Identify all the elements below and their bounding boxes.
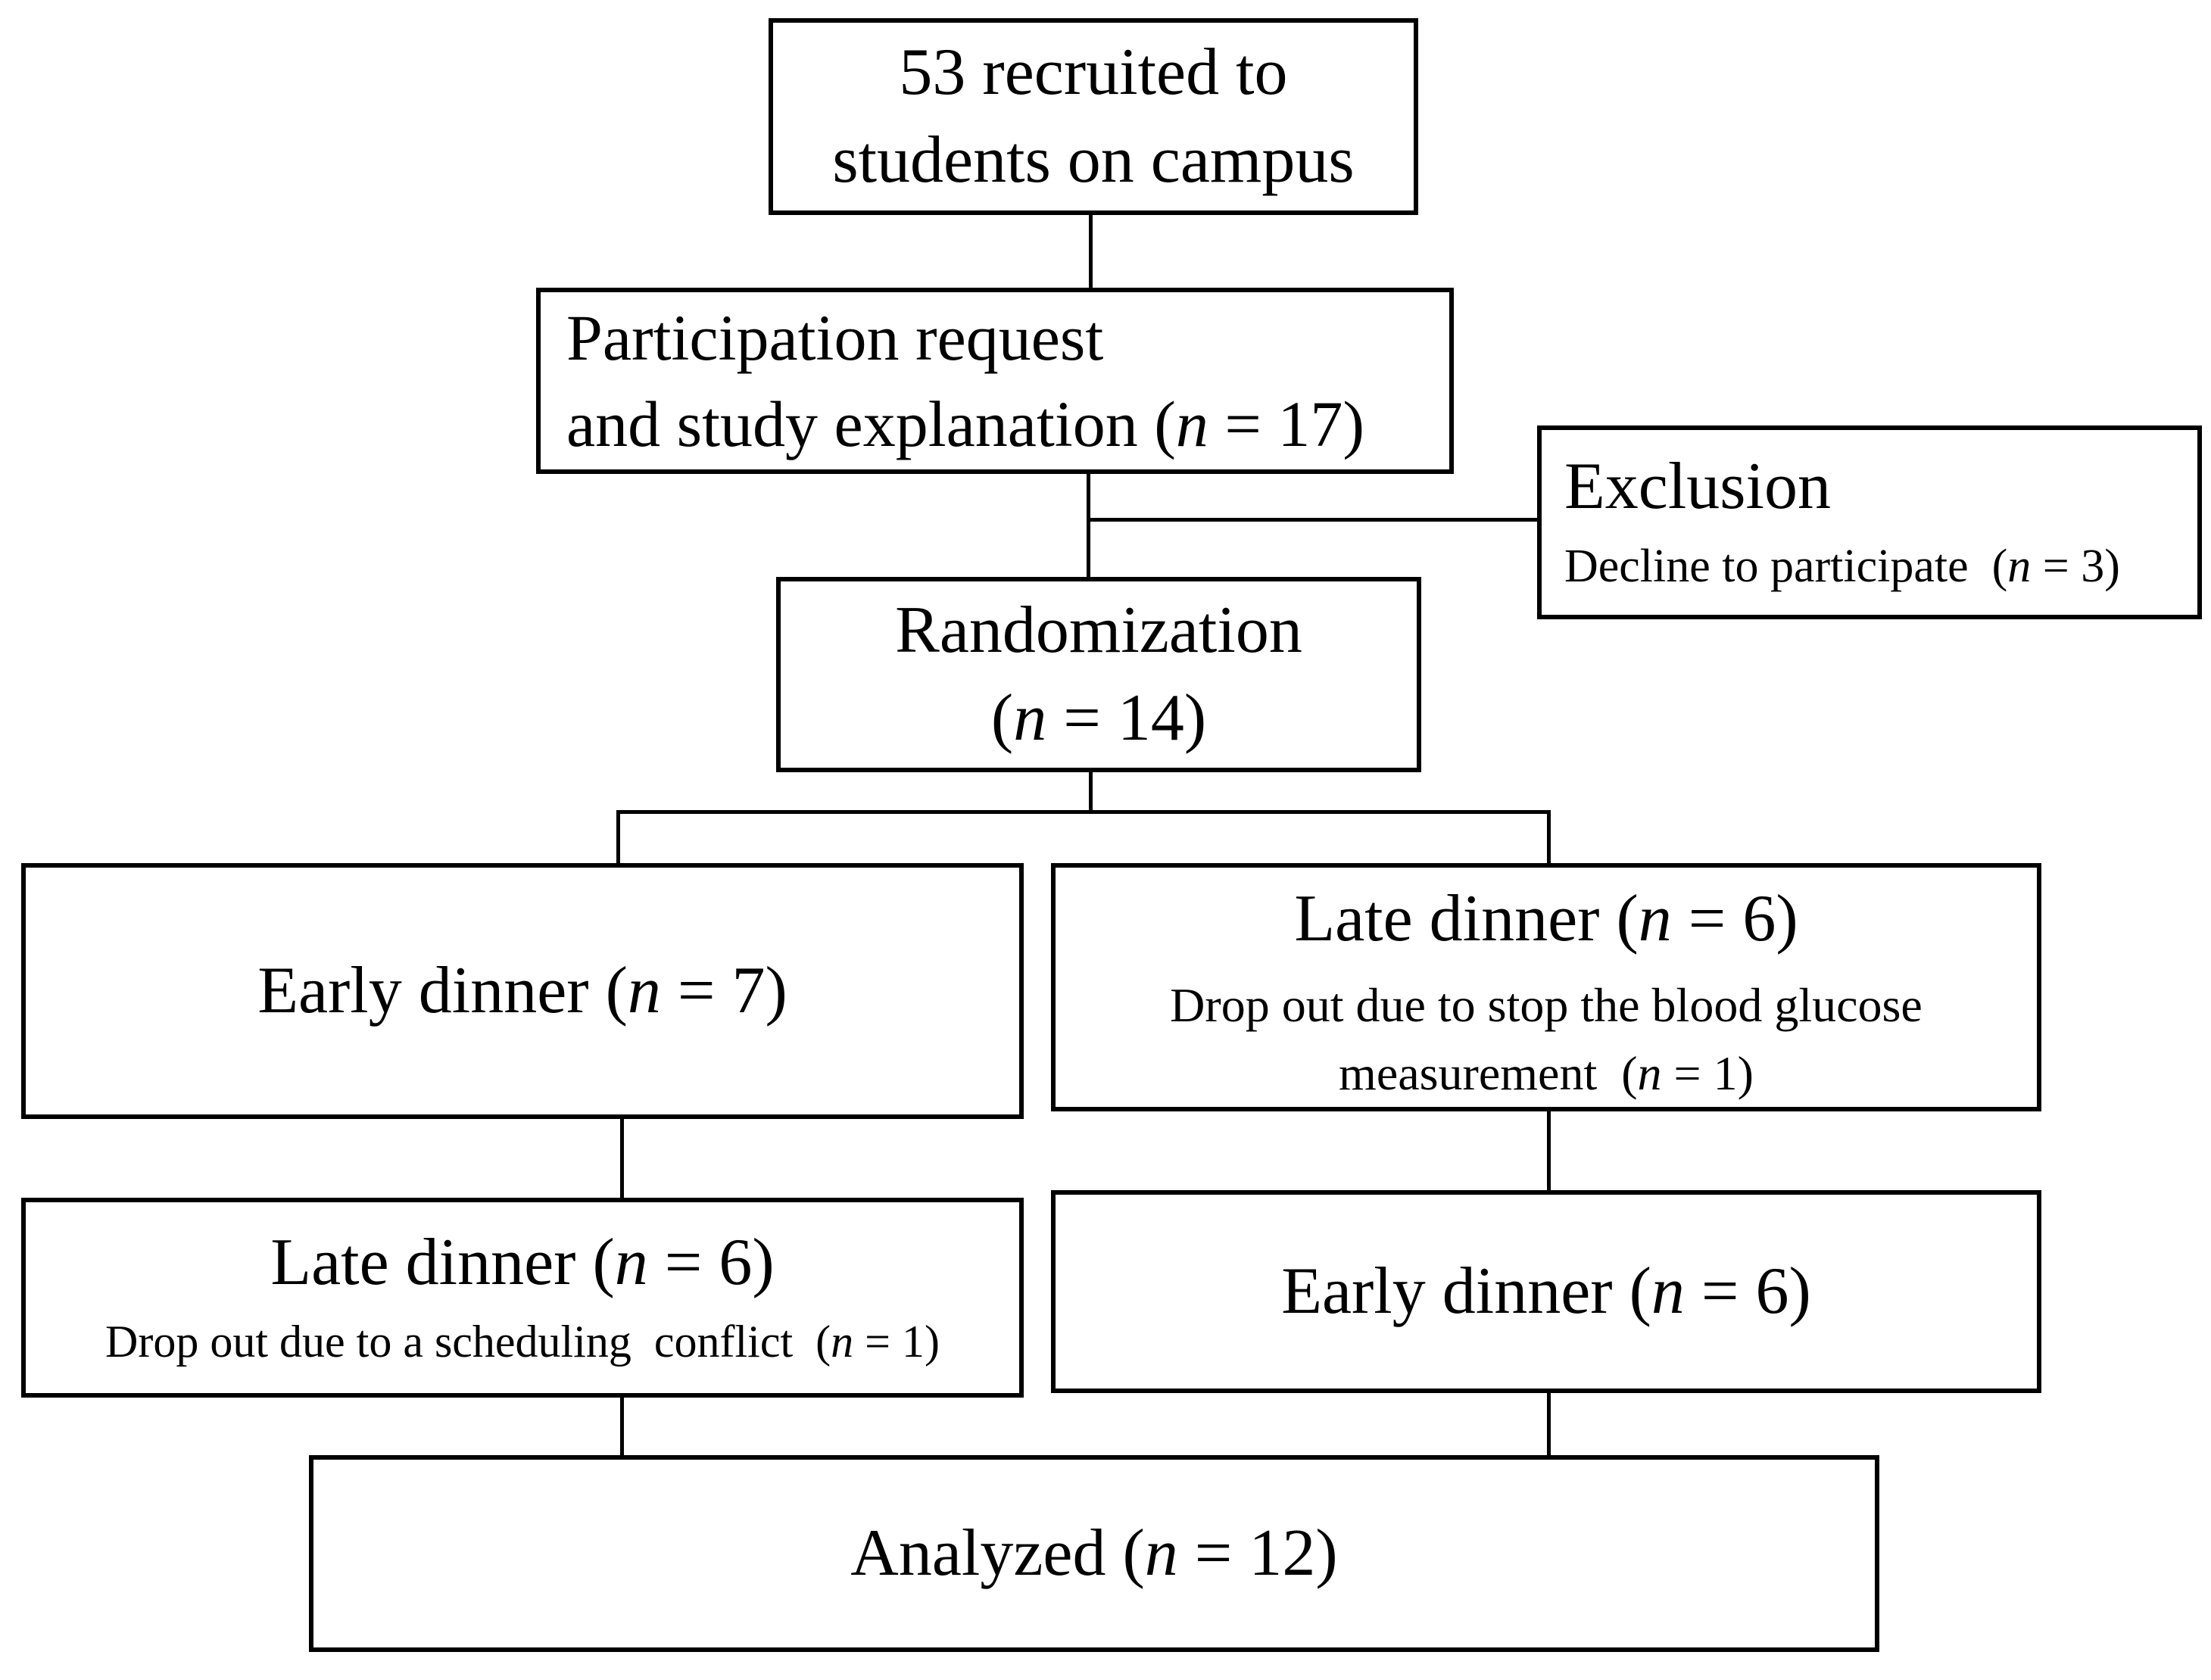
late-dinner-n6-title: Late dinner (n = 6) [1294,882,1798,955]
box-early-dinner-n7: Early dinner (n = 7) [21,863,1024,1119]
connector-early7-to-late6 [620,1116,624,1201]
early-dinner-n7-title: Early dinner (n = 7) [257,954,787,1027]
early-dinner-n6-title: Early dinner (n = 6) [1281,1255,1811,1328]
connector-late6-to-early6 [1547,1108,1551,1193]
box-late-dinner-n6-dropout: Late dinner (n = 6) Drop out due to stop… [1051,863,2041,1111]
late-dinner-n6-scheduling-title: Late dinner (n = 6) [270,1226,775,1299]
participation-line1: Participation request [566,301,1104,374]
connector-right-to-analyzed [1547,1390,1551,1458]
late-dinner-n6-dropout-line1: Drop out due to stop the blood glucose [1170,978,1923,1032]
late-dinner-n6-scheduling-dropout: Drop out due to a scheduling conflict (n… [105,1317,940,1367]
randomization-line2: (n = 14) [990,681,1207,755]
box-analyzed: Analyzed (n = 12) [309,1455,1879,1652]
exclusion-detail: Decline to participate (n = 3) [1564,541,2120,592]
box-participation-request: Participation request and study explanat… [536,288,1454,474]
box-recruited: 53 recruited to students on campus [769,18,1418,215]
connector-branch-to-exclusion [1087,518,1541,522]
connector-left-to-analyzed [620,1395,624,1458]
recruited-line1: 53 recruited to [899,36,1288,109]
connector-randomization-stem [1089,769,1093,813]
connector-randomization-split [616,810,1551,814]
box-randomization: Randomization (n = 14) [776,577,1421,772]
box-late-dinner-n6-scheduling: Late dinner (n = 6) Drop out due to a sc… [21,1198,1024,1398]
analyzed-title: Analyzed (n = 12) [850,1516,1338,1590]
participation-line2: and study explanation (n = 17) [566,388,1365,460]
late-dinner-n6-dropout-line2: measurement (n = 1) [1339,1046,1754,1100]
connector-recruited-to-participation [1089,212,1093,291]
connector-split-to-early-dinner-arm [616,810,620,866]
box-early-dinner-n6: Early dinner (n = 6) [1051,1190,2041,1393]
connector-participation-to-randomization [1087,471,1090,578]
exclusion-title: Exclusion [1564,450,1831,523]
randomization-line1: Randomization [895,594,1302,667]
connector-split-to-late-dinner-arm [1547,810,1551,866]
recruited-line2: students on campus [832,123,1355,197]
box-exclusion: Exclusion Decline to participate (n = 3) [1537,425,2202,619]
